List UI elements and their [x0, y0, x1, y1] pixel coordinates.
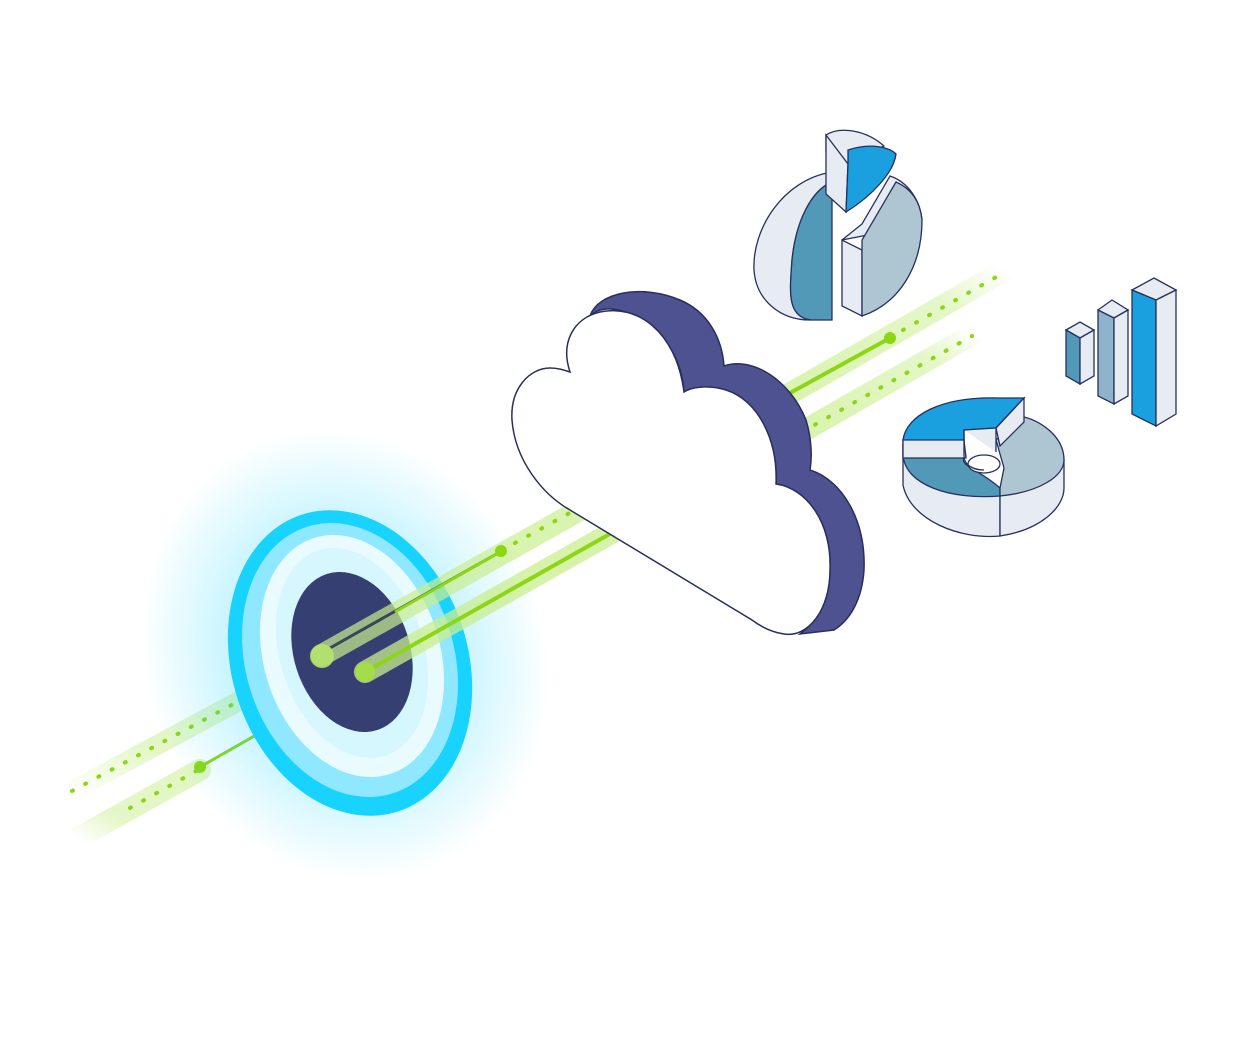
- cloud-icon: [511, 290, 865, 636]
- portal-ring-icon: [140, 428, 550, 882]
- pie-chart-icon: [753, 129, 923, 321]
- donut-chart-icon: [902, 396, 1065, 538]
- bar-chart-icon: [1064, 277, 1178, 428]
